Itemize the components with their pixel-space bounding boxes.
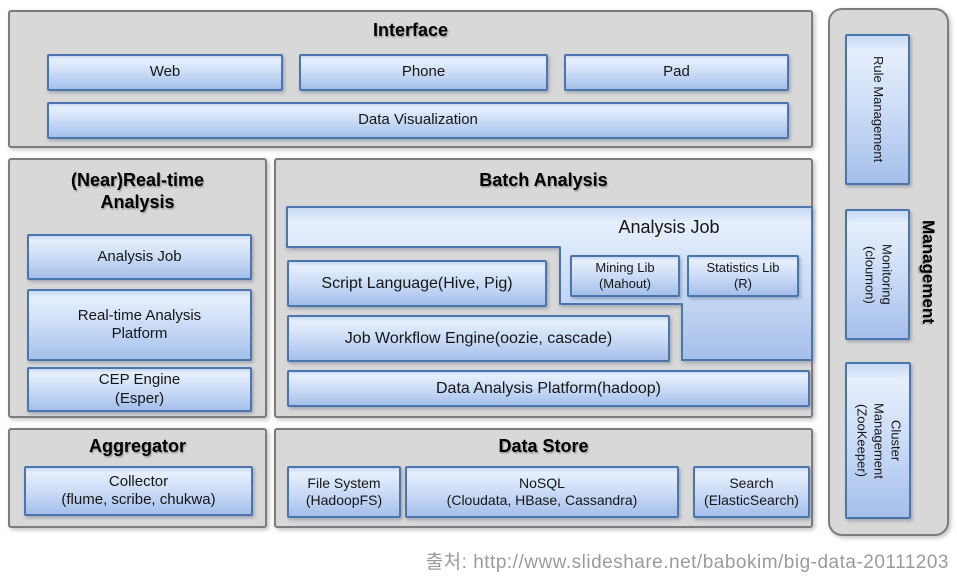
- batch-analysis-title: Batch Analysis: [479, 170, 608, 190]
- batch-analysis-job-label: Analysis Job: [618, 216, 720, 237]
- aggregator-panel: Aggregator Collector (flume, scribe, chu…: [8, 428, 267, 528]
- monitoring-label: Monitoring (cloumon): [862, 244, 895, 305]
- web-box: Web: [47, 54, 283, 91]
- management-title-wrap: Management: [913, 10, 943, 534]
- monitoring-box: Monitoring (cloumon): [845, 209, 910, 340]
- data-store-panel: Data Store File System (HadoopFS) NoSQL …: [274, 428, 813, 528]
- statistics-lib-box: Statistics Lib (R): [687, 255, 799, 297]
- data-store-title: Data Store: [498, 436, 589, 456]
- collector-box: Collector (flume, scribe, chukwa): [24, 466, 253, 516]
- data-visualization-box: Data Visualization: [47, 102, 789, 139]
- phone-box: Phone: [299, 54, 548, 91]
- mining-lib-box: Mining Lib (Mahout): [570, 255, 680, 297]
- job-workflow-engine-box: Job Workflow Engine(oozie, cascade): [287, 315, 670, 362]
- file-system-box: File System (HadoopFS): [287, 466, 401, 518]
- aggregator-title: Aggregator: [88, 436, 186, 456]
- cep-engine-box: CEP Engine (Esper): [27, 367, 252, 412]
- interface-panel: Interface Web Phone Pad Data Visualizati…: [8, 10, 813, 148]
- rule-management-box: Rule Management: [845, 34, 910, 185]
- rule-management-label: Rule Management: [870, 56, 886, 163]
- realtime-platform-box: Real-time Analysis Platform: [27, 289, 252, 361]
- data-analysis-platform-box: Data Analysis Platform(hadoop): [287, 370, 810, 407]
- nosql-box: NoSQL (Cloudata, HBase, Cassandra): [405, 466, 679, 518]
- realtime-analysis-panel: (Near)Real-time Analysis Analysis Job Re…: [8, 158, 267, 418]
- realtime-analysis-job-box: Analysis Job: [27, 234, 252, 280]
- source-credit: 출처: http://www.slideshare.net/babokim/bi…: [425, 552, 949, 573]
- script-language-box: Script Language(Hive, Pig): [287, 260, 547, 307]
- interface-title: Interface: [372, 20, 449, 40]
- cluster-management-box: Cluster Management (ZooKeeper): [845, 362, 911, 519]
- batch-analysis-job-shape: [286, 206, 813, 361]
- cluster-management-label: Cluster Management (ZooKeeper): [854, 402, 904, 479]
- search-box: Search (ElasticSearch): [693, 466, 810, 518]
- management-panel: Rule Management Monitoring (cloumon) Clu…: [828, 8, 949, 536]
- pad-box: Pad: [564, 54, 789, 91]
- management-title: Management: [919, 220, 939, 324]
- batch-analysis-panel: Batch Analysis Analysis Job Mining Lib (…: [274, 158, 813, 418]
- realtime-analysis-title: (Near)Real-time Analysis: [70, 170, 205, 212]
